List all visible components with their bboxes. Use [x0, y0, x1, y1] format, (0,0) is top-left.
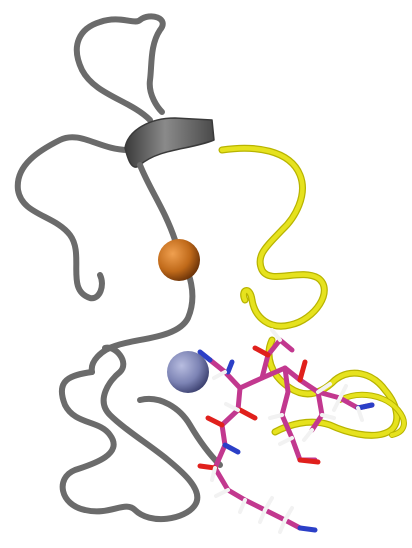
ligand-nitrogen-bond — [222, 442, 241, 455]
ligand-oxygen-bond — [237, 407, 258, 421]
ligand-oxygen-bond — [252, 345, 271, 358]
peptide-tube — [218, 144, 407, 439]
ligand-main-chain — [207, 357, 303, 531]
ligand-branch-upper — [259, 337, 295, 381]
ligand-ring-region — [237, 365, 375, 411]
ligand-oxygen-bond — [197, 463, 218, 471]
protein-ribbon — [14, 13, 223, 523]
protein-loop-left — [14, 134, 131, 302]
protein-loop-bottom-inner — [137, 395, 223, 468]
ligand-nitrogen-bond — [225, 359, 235, 375]
protein-helix — [124, 117, 215, 168]
copper-sphere — [158, 239, 200, 281]
ligand-nitrogen-bond — [355, 402, 375, 411]
ligand-nitrogen-bond — [297, 525, 318, 533]
ligand-oxygen-bond — [297, 359, 308, 383]
ligand-oxygen-bond — [205, 415, 225, 428]
ligand-hydrogens — [210, 328, 364, 534]
ligand-nitrogen-bond — [197, 349, 213, 363]
protein-loop-top — [73, 13, 166, 123]
protein-loop-bottom — [58, 344, 201, 523]
zinc-sphere — [167, 351, 209, 393]
ligand-sticks — [197, 328, 375, 534]
ligand-oxygen-bond — [297, 457, 321, 465]
